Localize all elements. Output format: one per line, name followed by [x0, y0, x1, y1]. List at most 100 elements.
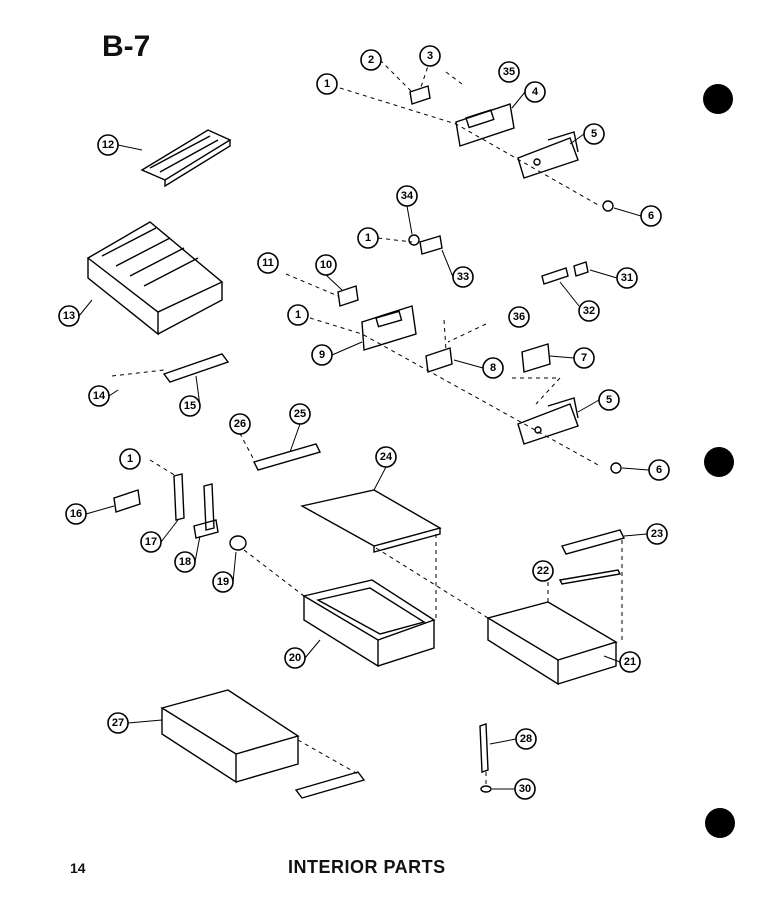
callout: 32 — [578, 300, 600, 322]
svg-text:14: 14 — [93, 390, 106, 402]
callout: 9 — [311, 344, 333, 366]
callout: 21 — [619, 651, 641, 673]
svg-text:21: 21 — [624, 656, 636, 668]
callout: 19 — [212, 571, 234, 593]
crisper-drawer — [302, 579, 436, 668]
page-code: B-7 — [102, 30, 151, 63]
callout: 8 — [482, 357, 504, 379]
callout: 13 — [58, 305, 80, 327]
svg-text:1: 1 — [127, 453, 133, 465]
crisper-cover — [300, 489, 442, 553]
svg-text:3: 3 — [427, 50, 433, 62]
svg-text:33: 33 — [457, 271, 469, 283]
callout: 36 — [508, 306, 530, 328]
callout: 33 — [452, 266, 474, 288]
svg-text:35: 35 — [503, 66, 515, 78]
callout: 6 — [640, 205, 662, 227]
svg-text:13: 13 — [63, 310, 75, 322]
callout: 25 — [289, 403, 311, 425]
svg-text:8: 8 — [490, 362, 496, 374]
callout: 24 — [375, 446, 397, 468]
callout: 23 — [646, 523, 668, 545]
callout: 10 — [315, 254, 337, 276]
rail-bottom — [294, 771, 366, 799]
svg-text:6: 6 — [648, 210, 654, 222]
svg-text:15: 15 — [184, 400, 196, 412]
callout: 28 — [515, 728, 537, 750]
part-30 — [480, 785, 492, 793]
callout: 17 — [140, 531, 162, 553]
svg-text:16: 16 — [70, 508, 82, 520]
svg-text:7: 7 — [581, 352, 587, 364]
svg-text:5: 5 — [606, 394, 612, 406]
callout: 35 — [498, 61, 520, 83]
callout: 22 — [532, 560, 554, 582]
svg-text:36: 36 — [513, 311, 525, 323]
svg-text:17: 17 — [145, 536, 157, 548]
footer-title: INTERIOR PARTS — [288, 857, 446, 877]
drawer-bracket-assembly — [113, 473, 247, 551]
part-6-bottom — [610, 462, 622, 474]
callout: 16 — [65, 503, 87, 525]
callout: 1 — [119, 448, 141, 470]
solid-leaders — [78, 91, 650, 790]
svg-text:11: 11 — [262, 257, 274, 269]
svg-text:32: 32 — [583, 305, 595, 317]
callout: 1 — [316, 73, 338, 95]
part-28 — [479, 723, 489, 773]
callout: 31 — [616, 267, 638, 289]
svg-text:23: 23 — [651, 528, 663, 540]
svg-text:30: 30 — [519, 783, 531, 795]
svg-text:24: 24 — [380, 451, 393, 463]
binder-hole-top — [703, 84, 733, 114]
rail-22 — [558, 569, 622, 585]
rail-23 — [560, 529, 626, 555]
svg-text:19: 19 — [217, 576, 229, 588]
callout: 18 — [174, 551, 196, 573]
callout: 30 — [514, 778, 536, 800]
svg-text:20: 20 — [289, 652, 301, 664]
ice-cube-tray — [140, 129, 232, 188]
bottom-pan — [160, 689, 300, 784]
callout: 26 — [229, 413, 251, 435]
meat-pan — [486, 601, 618, 686]
control-panel-top — [409, 85, 579, 179]
ice-bin — [86, 221, 224, 336]
callout: 7 — [573, 347, 595, 369]
svg-text:6: 6 — [656, 464, 662, 476]
svg-text:34: 34 — [401, 190, 414, 202]
svg-text:4: 4 — [532, 86, 539, 98]
rail-25 — [252, 443, 322, 471]
callout: 34 — [396, 185, 418, 207]
callout: 15 — [179, 395, 201, 417]
svg-text:9: 9 — [319, 349, 325, 361]
callout: 3 — [419, 45, 441, 67]
callout: 12 — [97, 134, 119, 156]
svg-text:26: 26 — [234, 418, 246, 430]
binder-hole-middle — [704, 447, 734, 477]
svg-text:1: 1 — [295, 309, 301, 321]
part-6-top — [602, 200, 614, 212]
svg-text:31: 31 — [621, 272, 633, 284]
svg-text:10: 10 — [320, 259, 332, 271]
svg-text:12: 12 — [102, 139, 114, 151]
leader-lines — [111, 59, 623, 786]
callout: 1 — [287, 304, 309, 326]
callout: 20 — [284, 647, 306, 669]
svg-text:5: 5 — [591, 128, 597, 140]
svg-text:27: 27 — [112, 717, 124, 729]
svg-text:1: 1 — [365, 232, 371, 244]
callout: 6 — [648, 459, 670, 481]
rail-15 — [162, 353, 230, 383]
callout: 14 — [88, 385, 110, 407]
callout: 2 — [360, 49, 382, 71]
callout: 1 — [357, 227, 379, 249]
callout: 27 — [107, 712, 129, 734]
callout: 5 — [598, 389, 620, 411]
control-panel-middle — [337, 234, 589, 445]
binder-hole-bottom — [705, 808, 735, 838]
svg-text:25: 25 — [294, 408, 306, 420]
callout: 11 — [257, 252, 279, 274]
svg-text:22: 22 — [537, 565, 549, 577]
